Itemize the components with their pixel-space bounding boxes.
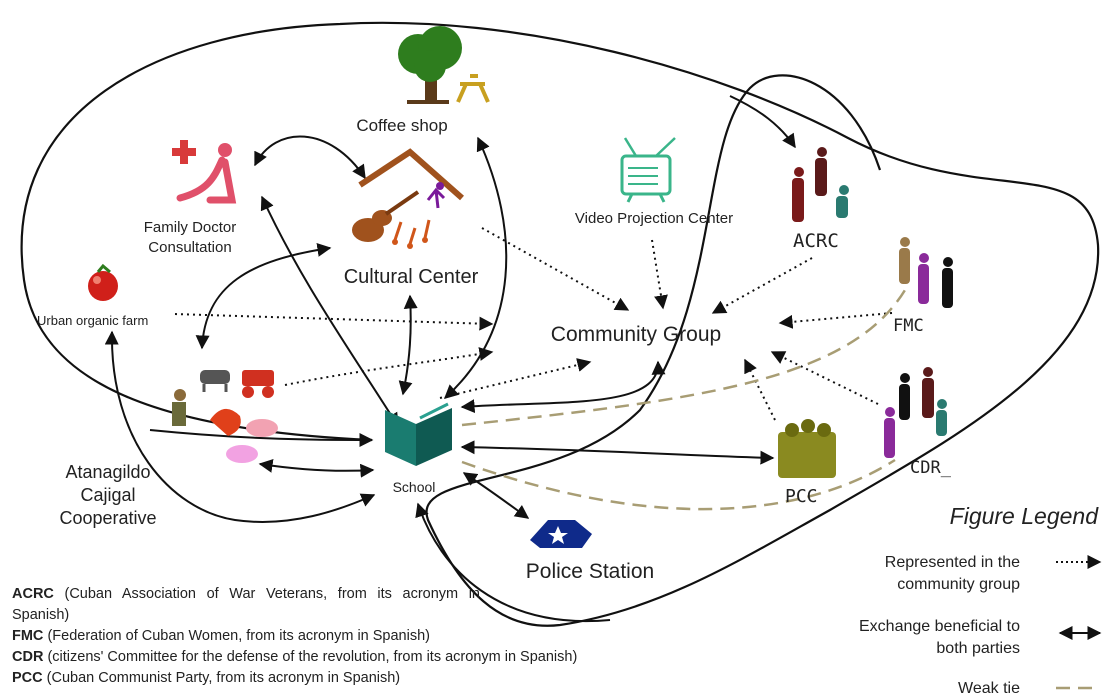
edge-school-pcc [460, 440, 775, 465]
police-icon [530, 520, 592, 548]
node-community-group: Community Group [550, 323, 722, 346]
weak-school-fmc [461, 289, 907, 427]
edge-pcc-cg [744, 358, 776, 421]
fmc-people-icon [899, 237, 953, 308]
node-family-doctor: Family Doctor Consultation [143, 219, 237, 256]
coffee-tree-icon [398, 26, 490, 104]
note-cdr: CDR (citizens' Committee for the defense… [12, 649, 578, 665]
edge-boundary-acrc [729, 95, 796, 149]
school-book-icon [385, 402, 452, 466]
edge-video-cg [651, 239, 668, 310]
edge-farmyard-cg [284, 347, 494, 386]
node-cdr: CDR_ [910, 458, 951, 478]
edge-farm-school [104, 330, 376, 523]
edge-acrc-cg [711, 257, 813, 314]
node-pcc: PCC [785, 486, 818, 507]
edge-boundary-school [149, 429, 374, 447]
node-school: School [392, 479, 436, 495]
node-coffee-shop: Coffee shop [356, 116, 448, 135]
legend-title: Figure Legend [949, 503, 1098, 529]
doctor-icon [172, 140, 237, 204]
cultural-center-icon [352, 148, 464, 249]
edge-doctor-coffee [254, 135, 366, 180]
exchange-edges [104, 135, 775, 523]
edge-loop-school [415, 502, 611, 623]
note-fmc: FMC (Federation of Cuban Women, from its… [12, 628, 430, 644]
edge-school-police [462, 472, 530, 519]
legend-symbols [1056, 555, 1102, 690]
note-pcc: PCC (Cuban Communist Party, from its acr… [12, 670, 401, 686]
legend-item-exchange: Exchange beneficial to both parties [859, 618, 1020, 657]
edge-farmyard-school [258, 458, 375, 478]
edge-cdr-cg [770, 351, 879, 405]
node-urban-farm: Urban organic farm [37, 313, 149, 328]
node-fmc: FMC [893, 316, 924, 336]
abbreviation-notes: ACRC (Cuban Association of War Veterans,… [12, 584, 692, 689]
weak-tie-edges [461, 289, 907, 511]
node-police-station: Police Station [525, 560, 655, 583]
node-cultural-center: Cultural Center [343, 266, 479, 288]
tomato-icon [88, 263, 118, 301]
edge-fmc-cg [778, 312, 893, 329]
edge-cultural-school [398, 294, 418, 396]
tv-icon [620, 137, 676, 203]
edge-farm-cg [174, 313, 494, 331]
edge-school-communitygroup [460, 360, 666, 414]
node-cooperative: Atanagildo Cajigal Cooperative [59, 462, 157, 528]
edge-school-cg [439, 358, 592, 399]
legend-item-weak-tie: Weak tie [958, 680, 1020, 697]
edge-cultural-cg [481, 227, 630, 311]
legend-item-represented: Represented in the community group [884, 554, 1020, 593]
farmyard-icon [172, 370, 278, 463]
node-video-center: Video Projection Center [574, 210, 734, 227]
edge-cultural-farmyard [195, 242, 332, 350]
cdr-people-icon [884, 367, 947, 458]
acrc-people-icon [792, 147, 849, 222]
note-acrc: ACRC (Cuban Association of War Veterans,… [12, 586, 480, 623]
node-acrc: ACRC [793, 230, 839, 252]
weak-school-cdr [461, 458, 896, 511]
represented-edges [174, 227, 893, 421]
pcc-icon [778, 419, 836, 478]
